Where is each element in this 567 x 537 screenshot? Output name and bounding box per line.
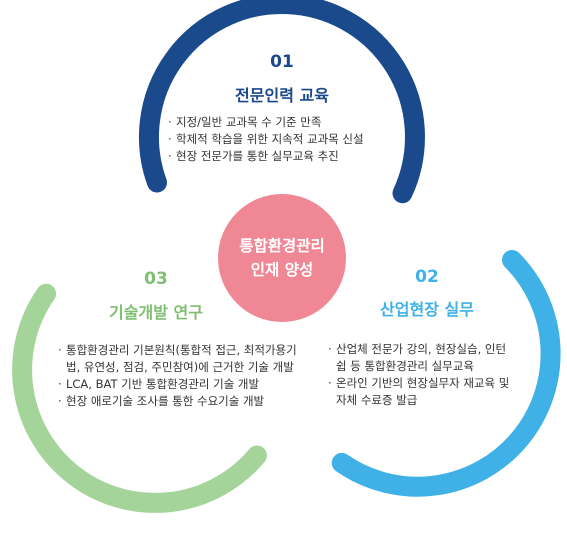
section-01-title: 전문인력 교육 bbox=[235, 86, 329, 105]
ring-arc-02 bbox=[331, 250, 561, 497]
section-01-item: 학제적 학습을 위한 지속적 교과목 신설 bbox=[168, 131, 408, 148]
section-03-number: 03 bbox=[144, 269, 168, 289]
section-02-item: 온라인 기반의 현장실무자 재교육 및 자체 수료증 발급 bbox=[328, 375, 510, 409]
section-01-number: 01 bbox=[270, 52, 294, 72]
section-01-list: 지정/일반 교과목 수 기준 만족 학제적 학습을 위한 지속적 교과목 신설 … bbox=[168, 114, 408, 165]
section-02-title: 산업현장 실무 bbox=[380, 300, 474, 319]
center-label-line2: 인재 양성 bbox=[250, 261, 314, 279]
section-03-item: 통합환경관리 기본원칙(통합적 접근, 최적가용기법, 유연성, 점검, 주민참… bbox=[58, 342, 300, 376]
center-circle: 통합환경관리 인재 양성 bbox=[218, 194, 346, 322]
section-01-item: 현장 전문가를 통한 실무교육 추진 bbox=[168, 148, 408, 165]
ring-arc-03 bbox=[12, 283, 267, 513]
section-02-item: 산업체 전문가 강의, 현장실습, 인턴쉽 등 통합환경관리 실무교육 bbox=[328, 341, 510, 375]
section-03-item: LCA, BAT 기반 통합환경관리 기술 개발 bbox=[58, 376, 300, 393]
section-02-number: 02 bbox=[415, 267, 439, 287]
center-label-line1: 통합환경관리 bbox=[239, 237, 325, 255]
section-03-item: 현장 애로기술 조사를 통한 수요기술 개발 bbox=[58, 393, 300, 410]
section-03-title: 기술개발 연구 bbox=[109, 303, 203, 322]
section-02-list: 산업체 전문가 강의, 현장실습, 인턴쉽 등 통합환경관리 실무교육 온라인 … bbox=[328, 341, 510, 409]
section-03-list: 통합환경관리 기본원칙(통합적 접근, 최적가용기법, 유연성, 점검, 주민참… bbox=[58, 342, 300, 410]
ring-arc-01 bbox=[138, 0, 425, 204]
section-01-item: 지정/일반 교과목 수 기준 만족 bbox=[168, 114, 408, 131]
